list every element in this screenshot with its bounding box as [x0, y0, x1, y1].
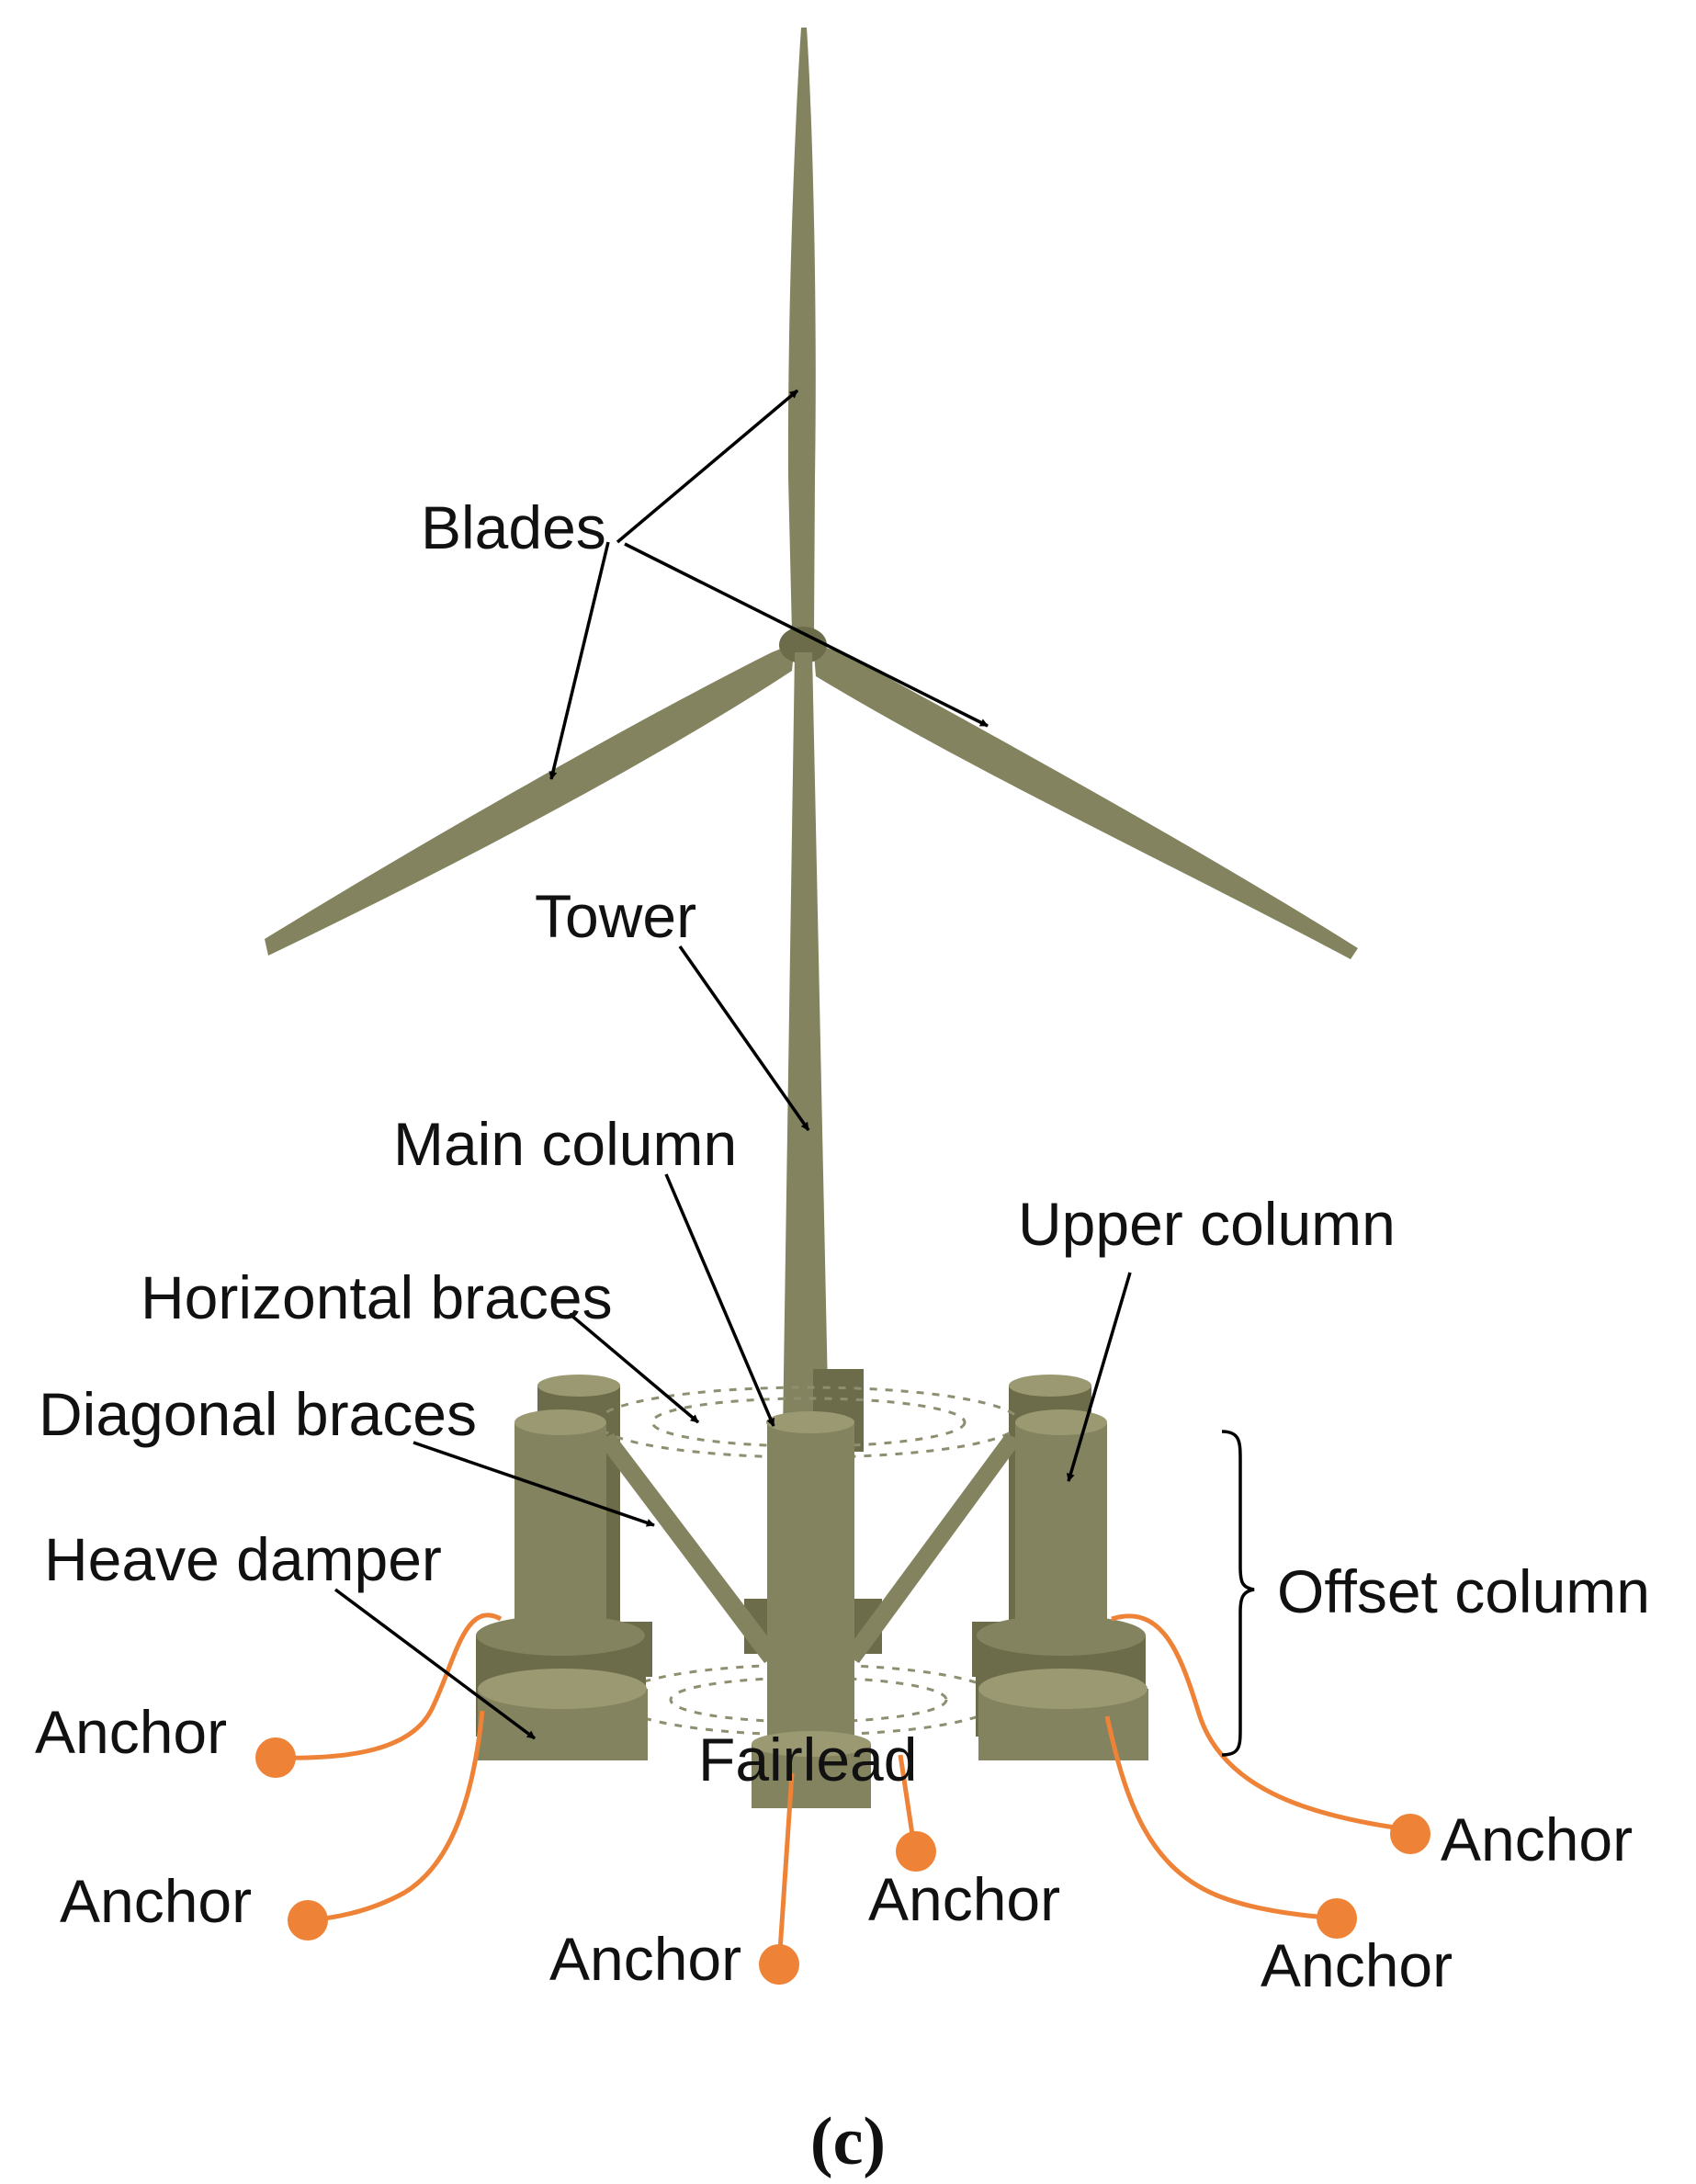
main-column [752, 1411, 871, 1808]
main-column-arrow [664, 1173, 775, 1427]
blades-arrow-left [548, 541, 610, 780]
anchor-dot [255, 1737, 296, 1778]
front-right-offset-column [976, 1409, 1148, 1760]
annotation-arrows [334, 389, 1255, 1757]
fairlead-label: Fairlead [698, 1726, 917, 1794]
blades-arrow-up [616, 389, 799, 544]
anchor-label-center-right: Anchor [868, 1865, 1060, 1933]
anchor-label-left-lower: Anchor [60, 1867, 252, 1935]
anchor-label-right-lower: Anchor [1261, 1931, 1453, 1999]
labels: Blades Tower Main column Upper column Ho… [35, 493, 1650, 2179]
anchor-label-center: Anchor [549, 1925, 741, 1993]
offset-column-label: Offset column [1277, 1557, 1650, 1625]
figure-caption: (c) [810, 2104, 886, 2179]
blades-arrow-right [624, 542, 989, 728]
front-left-offset-column [476, 1409, 648, 1760]
anchor-dot [288, 1900, 328, 1941]
blade-up [787, 28, 816, 634]
anchor-dot [1317, 1898, 1357, 1939]
blades-label: Blades [421, 493, 606, 561]
heave-damper-arrow [334, 1588, 537, 1740]
tower [783, 652, 829, 1433]
anchor-dot [759, 1944, 799, 1985]
tower-label: Tower [535, 882, 696, 950]
horizontal-braces-arrow [568, 1312, 700, 1424]
upper-column-label: Upper column [1018, 1190, 1396, 1258]
anchor-label-right-upper: Anchor [1441, 1805, 1633, 1873]
blade-right [813, 643, 1358, 959]
diagonal-braces-arrow [413, 1441, 655, 1527]
anchor-points [255, 1737, 1430, 1985]
rotor [265, 28, 1358, 959]
offset-column-bracket [1221, 1430, 1255, 1757]
anchor-dot [1390, 1814, 1430, 1854]
tower-arrow [678, 945, 810, 1132]
blade-left [265, 643, 795, 956]
upper-column-arrow [1066, 1272, 1132, 1482]
main-column-label: Main column [393, 1110, 737, 1178]
diagonal-braces-label: Diagonal braces [39, 1380, 477, 1448]
horizontal-braces-label: Horizontal braces [141, 1263, 613, 1331]
mooring-lines [275, 1613, 1402, 1965]
diagonal-braces [597, 1433, 1022, 1663]
anchor-dot [896, 1831, 936, 1872]
anchor-label-left-upper: Anchor [35, 1698, 227, 1766]
hub [779, 627, 827, 663]
heave-damper-label: Heave damper [44, 1525, 442, 1593]
